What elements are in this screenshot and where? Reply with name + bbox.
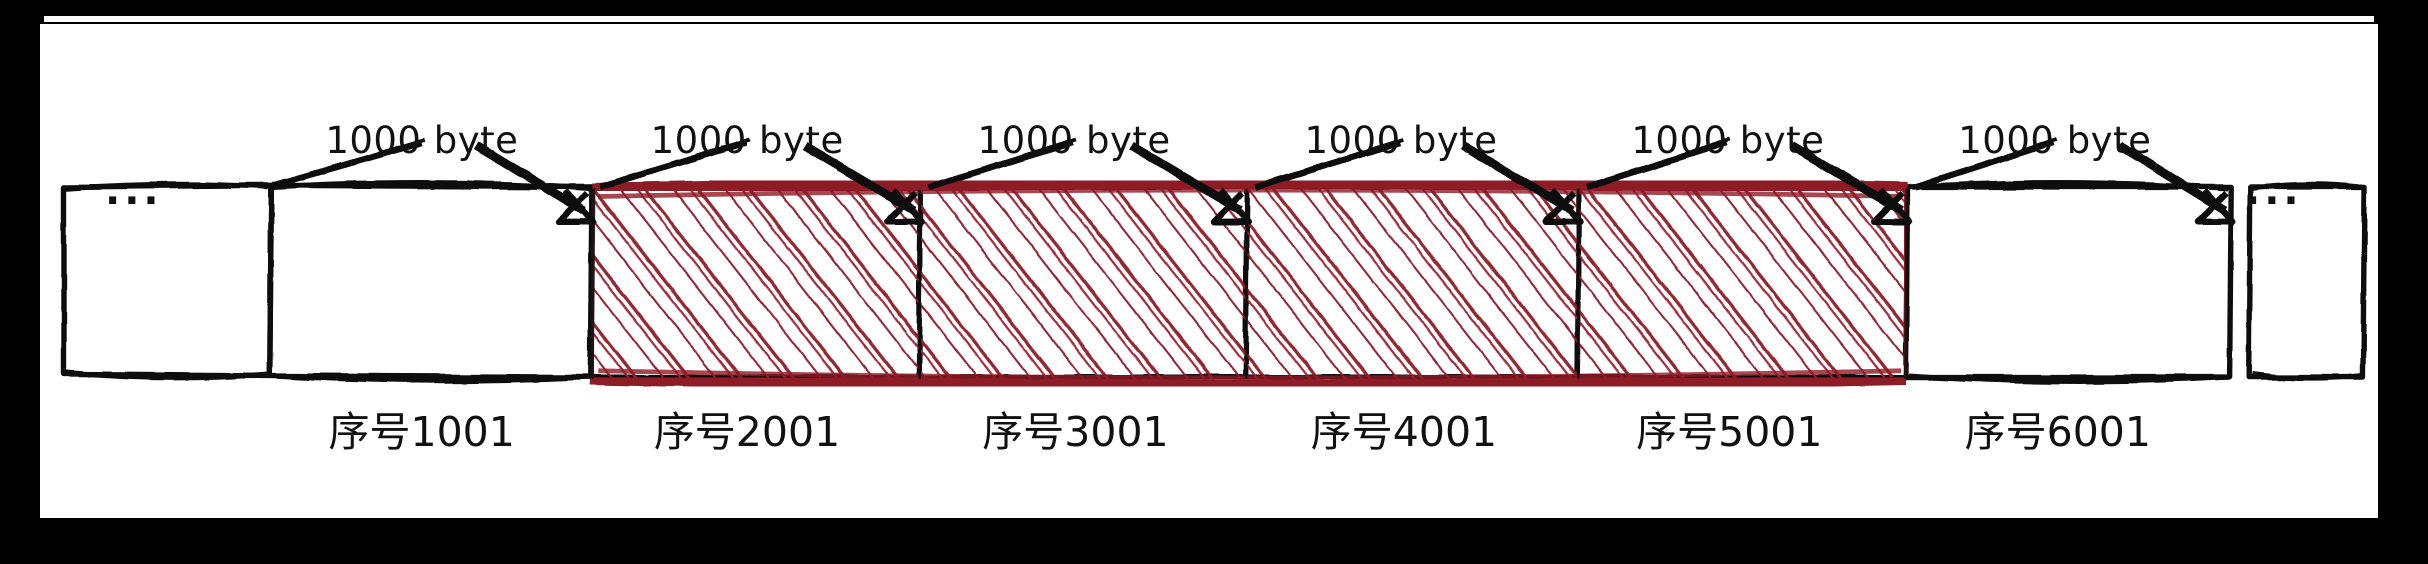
segment-label-5001: 序号5001 bbox=[1636, 408, 1823, 456]
byte-size-label-6: 1000 byte bbox=[1958, 119, 2152, 163]
ellipsis-left: ... bbox=[105, 168, 163, 214]
segment-label-3001: 序号3001 bbox=[982, 408, 1169, 456]
byte-size-label-2: 1000 byte bbox=[650, 119, 844, 163]
byte-size-label-5: 1000 byte bbox=[1631, 119, 1825, 163]
callout-leaders bbox=[272, 137, 2236, 225]
ellipsis-right: ... bbox=[2245, 168, 2303, 214]
segment-label-4001: 序号4001 bbox=[1310, 408, 1498, 456]
segment-label-2001: 序号2001 bbox=[653, 408, 841, 456]
byte-size-label-4: 1000 byte bbox=[1304, 119, 1498, 163]
byte-size-label-1: 1000 byte bbox=[325, 119, 519, 163]
segment-label-6001: 序号6001 bbox=[1964, 408, 2151, 456]
byte-size-label-3: 1000 byte bbox=[977, 119, 1171, 163]
sliding-window-highlight bbox=[585, 174, 1913, 393]
segment-label-1001: 序号1001 bbox=[328, 408, 515, 456]
frame-hairline bbox=[44, 16, 2374, 22]
